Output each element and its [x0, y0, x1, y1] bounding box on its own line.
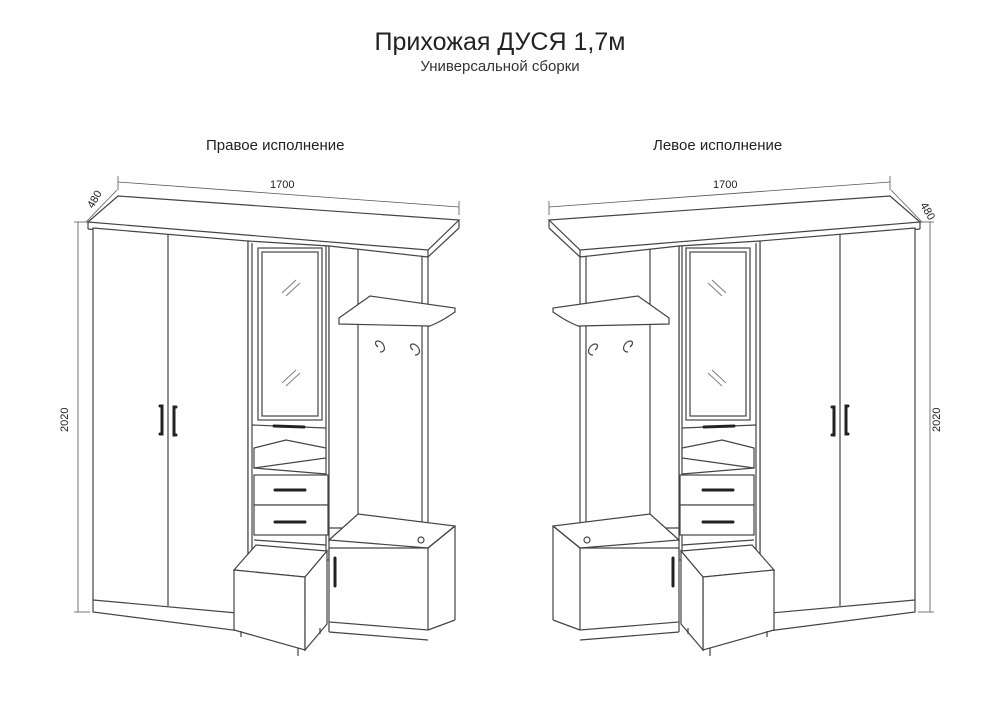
right-width-dimension: 1700 — [117, 176, 460, 215]
page-title: Прихожая ДУСЯ 1,7м — [374, 28, 626, 56]
right-depth-value: 480 — [85, 189, 105, 211]
left-height-value: 2020 — [931, 408, 943, 432]
right-height-value: 2020 — [59, 408, 71, 432]
page-subtitle: Универсальной сборки — [420, 58, 580, 75]
right-variant-label: Правое исполнение — [206, 137, 345, 154]
left-width-value: 1700 — [713, 179, 737, 191]
left-variant-label: Левое исполнение — [653, 137, 783, 154]
right-variant-drawing: 1700 480 2020 — [59, 176, 461, 656]
right-height-dimension: 2020 — [59, 221, 90, 613]
left-depth-value: 480 — [917, 201, 937, 223]
right-width-value: 1700 — [270, 179, 294, 191]
left-variant-drawing — [547, 176, 934, 656]
